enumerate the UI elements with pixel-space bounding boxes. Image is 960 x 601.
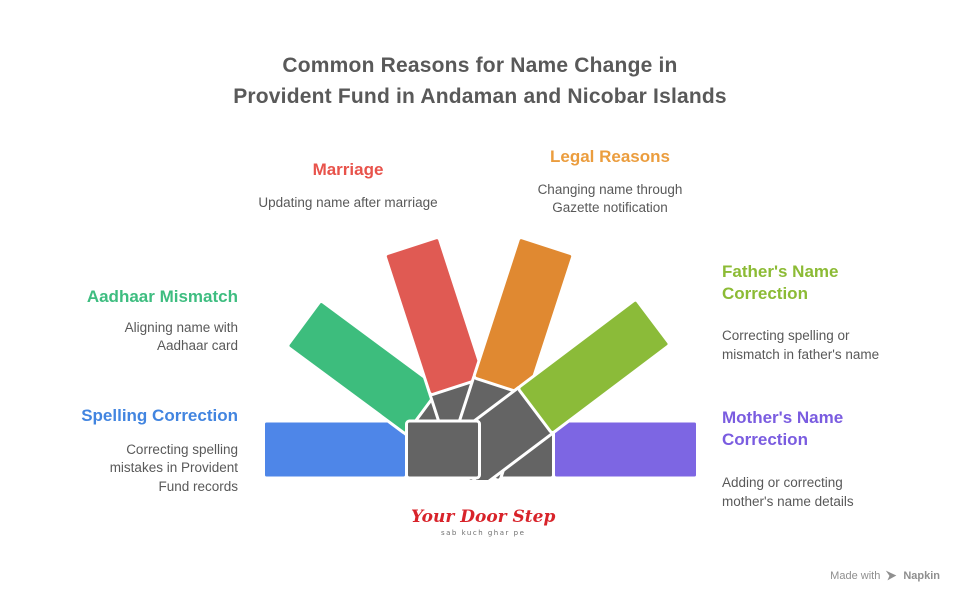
napkin-brand-text: Napkin xyxy=(903,569,940,582)
page-title: Common Reasons for Name Change in Provid… xyxy=(190,50,770,112)
your-door-step-logo: Your Door Step sab kuch ghar pe xyxy=(407,502,555,543)
fathers-name-heading: Father's Name Correction xyxy=(722,262,839,304)
aadhaar-mismatch-heading: Aadhaar Mismatch xyxy=(86,287,238,306)
page-title-line1: Common Reasons for Name Change in xyxy=(282,54,678,77)
label-block-marriage: Marriage Updating name after marriage xyxy=(240,159,456,212)
label-block-legal-reasons: Legal Reasons Changing name through Gaze… xyxy=(525,146,695,218)
page-title-line2: Provident Fund in Andaman and Nicobar Is… xyxy=(233,85,727,109)
made-with-text: Made with xyxy=(830,569,881,582)
card-fathers-name-correction xyxy=(517,298,671,434)
label-block-aadhaar-mismatch: Aadhaar Mismatch Aligning name with Aadh… xyxy=(38,286,238,356)
napkin-logo-icon xyxy=(886,570,897,581)
logo-tagline: sab kuch ghar pe xyxy=(440,528,526,537)
card-legal-reasons xyxy=(472,236,575,396)
card-spelling-correction xyxy=(262,419,408,480)
card-aadhaar-mismatch xyxy=(286,300,440,435)
label-block-spelling-correction: Spelling Correction Correcting spelling … xyxy=(38,405,238,496)
logo-name: Your Door Step xyxy=(411,506,556,527)
label-block-mothers-name: Mother's Name Correction Adding or corre… xyxy=(722,407,882,511)
card-mothers-name-correction xyxy=(552,419,699,480)
mothers-name-description: Adding or correcting mother's name detai… xyxy=(722,475,854,509)
mothers-name-heading: Mother's Name Correction xyxy=(722,408,844,450)
made-with-napkin[interactable]: Made with Napkin xyxy=(830,569,940,582)
logo-text: Your Door Step sab kuch ghar pe xyxy=(411,506,556,537)
spelling-correction-heading: Spelling Correction xyxy=(81,406,238,425)
aadhaar-mismatch-description: Aligning name with Aadhaar card xyxy=(124,320,238,354)
fathers-name-description: Correcting spelling or mismatch in fathe… xyxy=(722,328,880,362)
legal-reasons-heading: Legal Reasons xyxy=(550,147,670,166)
marriage-heading: Marriage xyxy=(312,160,384,179)
marriage-description: Updating name after marriage xyxy=(258,195,438,211)
card-marriage xyxy=(383,236,486,396)
legal-reasons-description: Changing name through Gazette notificati… xyxy=(537,182,683,216)
spelling-correction-description: Correcting spelling mistakes in Providen… xyxy=(109,442,238,494)
label-block-fathers-name: Father's Name Correction Correcting spel… xyxy=(722,261,882,364)
card-back-spelling xyxy=(405,419,481,480)
